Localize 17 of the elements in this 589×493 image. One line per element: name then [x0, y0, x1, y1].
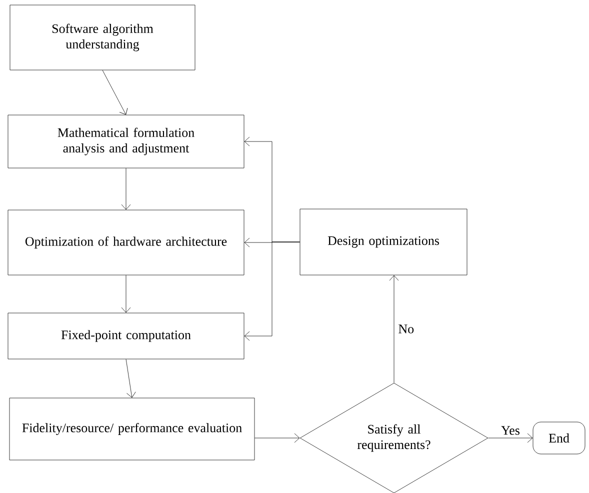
- edge-label: Yes: [500, 425, 521, 436]
- process-box: Design optimizations: [300, 208, 468, 276]
- edge-label: No: [397, 324, 416, 334]
- process-box: Fixed-point computation: [8, 312, 244, 360]
- arrow: [244, 242, 300, 341]
- arrow: [389, 275, 399, 383]
- process-box: Mathematical formulation analysis and adjustment: [8, 114, 244, 168]
- process-box: Fidelity/resource/ performance evaluation: [9, 398, 255, 460]
- arrow: [121, 168, 131, 210]
- process-box: Software algorithm understanding: [10, 4, 196, 70]
- arrow: [126, 359, 136, 398]
- arrow: [121, 275, 131, 313]
- arrow: [254, 433, 300, 443]
- arrow: [488, 433, 533, 443]
- arrow: [102, 70, 128, 115]
- terminal-box: End: [532, 422, 586, 454]
- process-box: Optimization of hardware architecture: [8, 210, 244, 276]
